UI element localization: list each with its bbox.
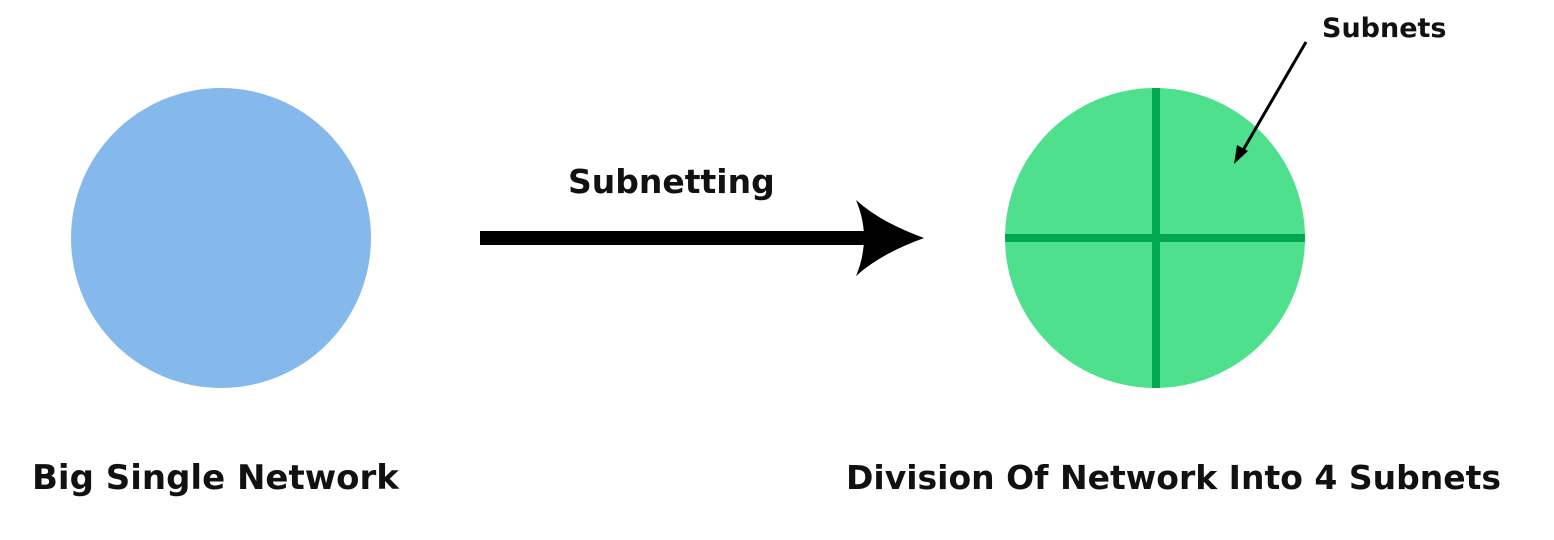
arrow-head: [856, 200, 924, 276]
divided-network-caption: Division Of Network Into 4 Subnets: [846, 458, 1502, 497]
divided-network: [1005, 88, 1305, 388]
single-network-caption: Big Single Network: [32, 458, 399, 498]
subnetting-label: Subnetting: [568, 162, 775, 201]
subnetting-arrow: [480, 200, 924, 276]
subnets-callout-label: Subnets: [1322, 13, 1447, 44]
subnet-divider-horizontal: [1005, 234, 1305, 242]
arrow-shaft: [480, 231, 880, 245]
subnets-callout-arrow: [1234, 41, 1308, 164]
single-network-circle: [71, 88, 371, 388]
